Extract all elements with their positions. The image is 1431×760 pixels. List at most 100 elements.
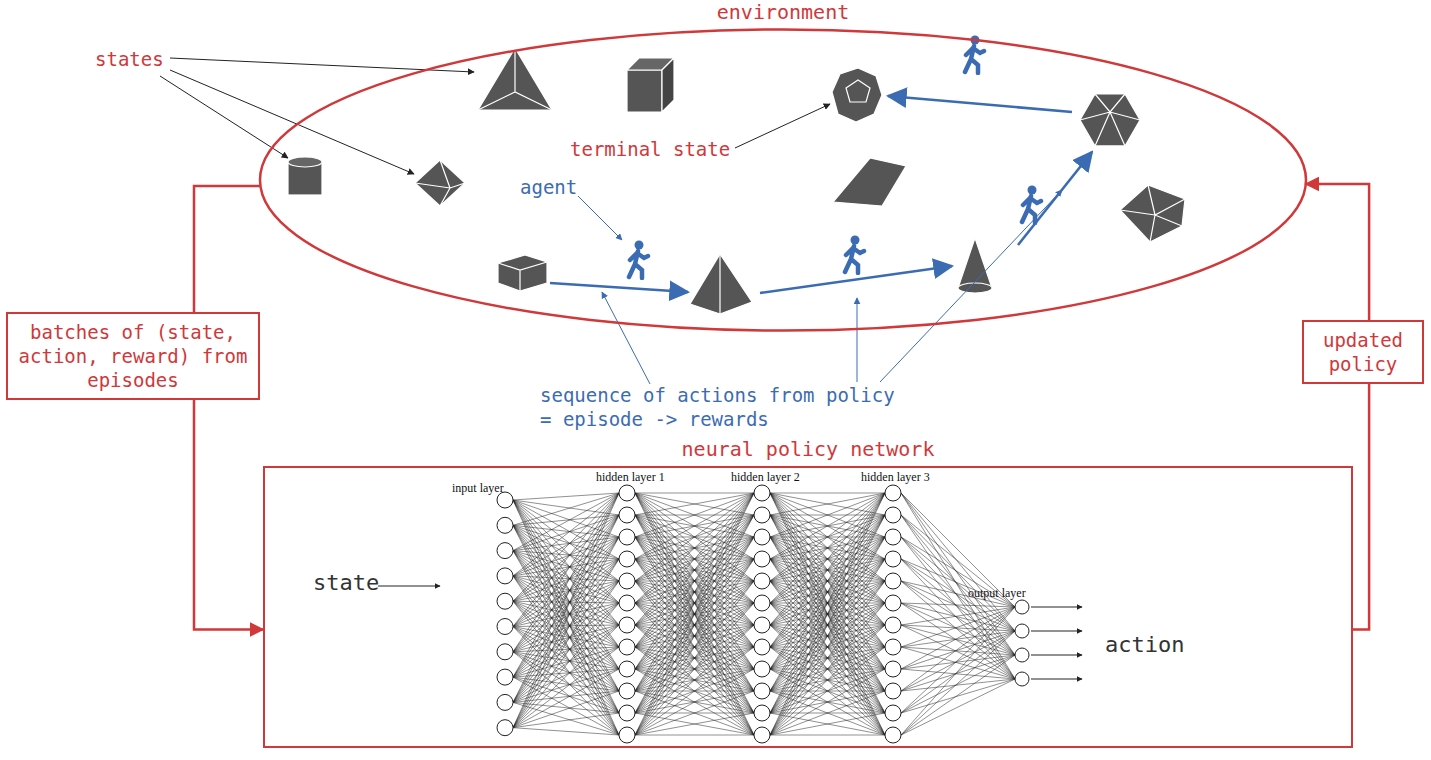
layer-label: hidden layer 3: [861, 470, 930, 485]
network-edge: [513, 652, 619, 735]
network-edge: [635, 537, 754, 735]
neuron: [619, 573, 635, 589]
network-edge: [770, 493, 885, 669]
polyhedra: [288, 157, 322, 167]
network-edge: [635, 493, 754, 669]
network-edge: [901, 655, 1015, 691]
network-edge: [901, 515, 1015, 631]
network-edges: [513, 493, 1015, 735]
io-label: action: [1105, 632, 1184, 657]
annotation-label: terminal state: [570, 138, 730, 162]
network-edge: [513, 581, 619, 728]
policy-box: updated policy: [1302, 320, 1424, 384]
network-edge: [513, 493, 619, 702]
network-edge: [513, 525, 619, 735]
polyhedra: [478, 48, 552, 110]
blue-leader-lines: [857, 298, 858, 382]
network-edge: [901, 603, 1015, 655]
neuron: [497, 543, 513, 559]
network-edge: [635, 625, 754, 735]
neuron: [754, 727, 770, 743]
layer-label: input layer: [452, 481, 504, 496]
network-edge: [513, 669, 619, 728]
network-edge: [513, 515, 619, 702]
neuron: [1015, 624, 1029, 638]
polyhedra: [415, 160, 465, 206]
network-edge: [770, 625, 885, 735]
neuron: [885, 639, 901, 655]
network-edge: [635, 603, 754, 735]
box-text: updated policy: [1312, 328, 1414, 376]
network-edge: [513, 525, 619, 713]
neuron: [497, 644, 513, 660]
network-edge: [513, 537, 619, 627]
neuron: [754, 529, 770, 545]
neuron: [754, 551, 770, 567]
output-arrow: [1031, 631, 1082, 632]
network-edge: [635, 735, 754, 736]
network-edge: [513, 677, 619, 713]
neuron: [885, 507, 901, 523]
node-heading: environment: [258, 0, 1308, 24]
neuron: [497, 619, 513, 635]
network-edge: [513, 576, 619, 691]
polyhedra: [662, 58, 674, 112]
network-edge: [901, 655, 1015, 735]
network-edge: [770, 493, 885, 625]
network-edge: [901, 607, 1015, 713]
polyhedra: [1120, 185, 1185, 242]
network-edge: [635, 515, 754, 735]
network-edge: [635, 493, 754, 691]
network-edge: [901, 679, 1015, 713]
network-edge: [901, 631, 1015, 669]
neuron: [885, 705, 901, 721]
network-edge: [770, 493, 885, 647]
network-edge: [770, 493, 885, 647]
neuron: [885, 617, 901, 633]
neuron: [885, 595, 901, 611]
polyhedra: [627, 70, 662, 112]
network-edge: [635, 559, 754, 735]
connector: [194, 400, 263, 630]
network-edge: [513, 500, 619, 735]
neuron: [497, 517, 513, 533]
neuron: [497, 694, 513, 710]
polyhedra: [498, 262, 547, 291]
network-edge: [770, 493, 885, 494]
neuron: [497, 593, 513, 609]
network-edge: [635, 691, 754, 735]
network-edge: [635, 493, 754, 647]
io-label: state: [313, 570, 379, 595]
network-edge: [513, 581, 619, 652]
polyhedra: [415, 160, 465, 206]
annotation-label: sequence of actions from policy = episod…: [540, 384, 910, 432]
network-edge: [513, 537, 619, 652]
network-edge: [635, 581, 754, 735]
network-edge: [770, 493, 885, 537]
connector: [1353, 384, 1369, 630]
neuron: [497, 669, 513, 685]
leader-lines: [160, 58, 830, 174]
neuron: [885, 529, 901, 545]
network-edge: [901, 679, 1015, 691]
network-edge: [513, 647, 619, 728]
box-text: batches of (state, action, reward) from …: [16, 320, 250, 392]
neuron: [754, 683, 770, 699]
network-edge: [770, 581, 885, 735]
network-edge: [513, 669, 619, 702]
polyhedra: [498, 255, 547, 291]
network-edge: [901, 631, 1015, 735]
polyhedra: [958, 238, 992, 288]
output-arrow: [1031, 607, 1082, 608]
network-edge: [901, 607, 1015, 691]
neuron: [1015, 600, 1029, 614]
network-edge: [513, 576, 619, 735]
network-edge: [770, 691, 885, 735]
polyhedra: [690, 254, 752, 314]
episode-arrows: [550, 96, 1092, 293]
neuron: [619, 507, 635, 523]
polyhedra: [478, 48, 552, 110]
network-edge: [901, 493, 1015, 655]
polyhedra: [846, 80, 870, 102]
